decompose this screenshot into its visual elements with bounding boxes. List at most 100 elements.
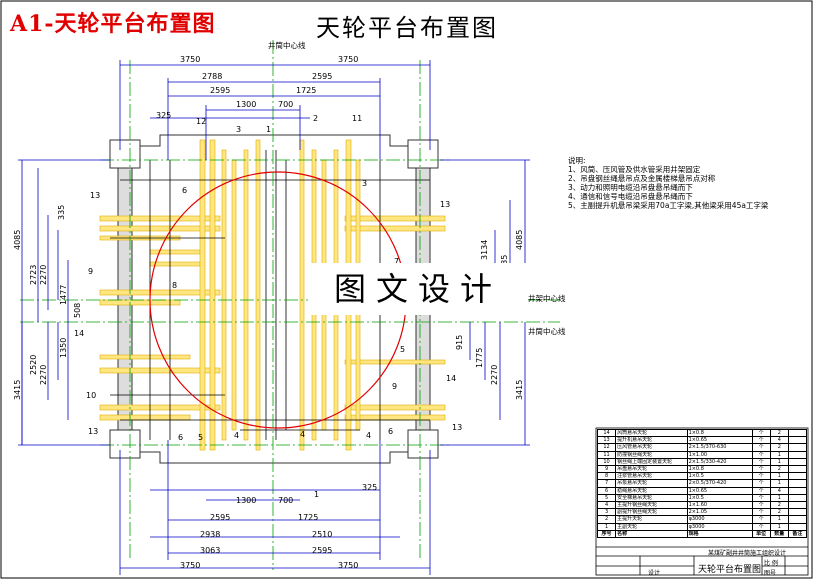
shaft-centerline-label-right: 井筒中心线: [528, 327, 566, 336]
note-item: 1、风筒、压风管及供水管采用井架固定: [568, 165, 701, 174]
page-title: 天轮平台布置图: [316, 14, 498, 42]
callout-13-top-right: 13: [440, 200, 450, 209]
bom-cell: 个: [751, 508, 771, 517]
bom-cell: 1: [596, 522, 617, 531]
callout-5-bot: 5: [198, 433, 203, 442]
dim-top-325: 325: [156, 111, 171, 120]
designer-label: 设计: [648, 570, 661, 577]
dim-bot-3750-right: 3750: [338, 561, 358, 570]
bom-cell: 吊盘悬吊天轮: [615, 465, 688, 474]
note-item: 2、吊盘钢丝绳悬吊点及金属楼梯悬吊点对称: [568, 174, 716, 183]
bom-cell: 个: [751, 436, 771, 445]
bom-cell: 4: [769, 486, 789, 495]
bom-cell: 个: [751, 522, 771, 531]
callout-13-bot-left: 13: [88, 427, 98, 436]
callout-numbers: 12 3 1 2 11 13 6 3 13 7 9 8 14 5 14 9 10…: [74, 114, 462, 499]
bom-header-cell: 序号: [596, 529, 617, 539]
bom-cell: 2: [596, 515, 617, 524]
bom-cell: 副提升钢丝绳天轮: [615, 508, 688, 517]
bom-cell: 个: [751, 486, 771, 495]
bom-cell: 13: [596, 436, 617, 445]
bom-cell: 2×1.5/370-630: [686, 443, 753, 452]
headframe-centerline-label: 井架中心线: [528, 294, 566, 303]
callout-14-right: 14: [446, 374, 456, 383]
callout-10: 10: [86, 391, 96, 400]
callout-4-c: 4: [366, 431, 371, 440]
bom-cell: 2×1.05: [686, 508, 753, 517]
callout-3: 3: [236, 125, 241, 134]
watermark-label: 图文设计: [308, 263, 528, 315]
callout-1: 1: [266, 125, 271, 134]
bom-cell: 个: [751, 493, 771, 503]
callout-13-bot-right: 13: [452, 423, 462, 432]
bom-cell: 1: [769, 515, 789, 524]
bom-cell: 12: [596, 443, 617, 452]
dim-right-3134: 3134: [480, 240, 489, 260]
bom-cell: 压风管悬吊天轮: [615, 443, 688, 452]
dim-bot-325: 325: [362, 483, 377, 492]
bom-cell: 个: [751, 457, 771, 467]
callout-8: 8: [172, 281, 177, 290]
callout-6-bot-right: 6: [388, 427, 393, 436]
dim-top-1300: 1300: [236, 100, 256, 109]
bom-cell: 个: [751, 472, 771, 481]
shaft-centerline-label: 井筒中心线: [268, 41, 306, 50]
bom-cell: [787, 522, 808, 531]
bom-cell: 1: [769, 522, 789, 531]
bom-cell: 个: [751, 479, 771, 488]
dim-left-2520: 2520: [29, 355, 38, 375]
callout-4-a: 4: [234, 431, 239, 440]
company-name: 某煤矿副井井筒施工组织设计: [708, 550, 787, 557]
bom-cell: [787, 457, 808, 467]
bom-cell: 14: [596, 428, 617, 438]
dim-left-2270-bot: 2270: [39, 365, 48, 385]
dim-left-2723: 2723: [29, 265, 38, 285]
title-block-drawing-name: 天轮平台布置图: [698, 565, 762, 575]
bom-cell: [787, 508, 808, 517]
bom-cell: 1: [769, 457, 789, 467]
dimension-lines: [18, 60, 530, 575]
bom-cell: 1×0.5: [686, 493, 753, 503]
bom-cell: 防撞钢丝绳天轮: [615, 450, 688, 459]
bom-cell: [787, 479, 808, 488]
note-item: 5、主副提升机悬吊梁采用70a工字梁,其他梁采用45a工字梁: [568, 201, 769, 210]
bom-cell: 2: [769, 465, 789, 474]
scale-label: 比 例: [764, 560, 778, 567]
bom-cell: 2: [769, 501, 789, 510]
callout-9-left: 9: [88, 267, 93, 276]
bom-cell: 2×1.5/330-420: [686, 457, 753, 467]
dim-bot-2595-right: 2595: [312, 546, 332, 555]
bom-cell: 个: [751, 515, 771, 524]
bom-cell: 钢丝绳上端固定装置天轮: [615, 457, 688, 467]
bom-header-cell: 单位: [751, 529, 771, 539]
dim-top-1725: 1725: [296, 86, 316, 95]
callout-5-right: 5: [400, 345, 405, 354]
callout-1-bot: 1: [314, 490, 319, 499]
dim-left-1477: 1477: [59, 285, 68, 305]
dim-top-2595-left: 2595: [210, 86, 230, 95]
dim-bot-2510: 2510: [312, 530, 332, 539]
dim-top-3750-left: 3750: [180, 55, 200, 64]
bom-cell: 8: [596, 472, 617, 481]
bom-cell: 安全梯悬吊天轮: [615, 493, 688, 503]
bom-cell: 主提升天轮: [615, 515, 688, 524]
bom-header-cell: 名称: [615, 529, 688, 539]
dim-bot-2938: 2938: [200, 530, 220, 539]
dim-right-2270: 2270: [490, 365, 499, 385]
bom-cell: 4: [596, 501, 617, 510]
dim-bot-700: 700: [278, 496, 293, 505]
bom-cell: 4: [769, 436, 789, 445]
bom-cell: [787, 515, 808, 524]
bom-cell: 1: [769, 493, 789, 503]
